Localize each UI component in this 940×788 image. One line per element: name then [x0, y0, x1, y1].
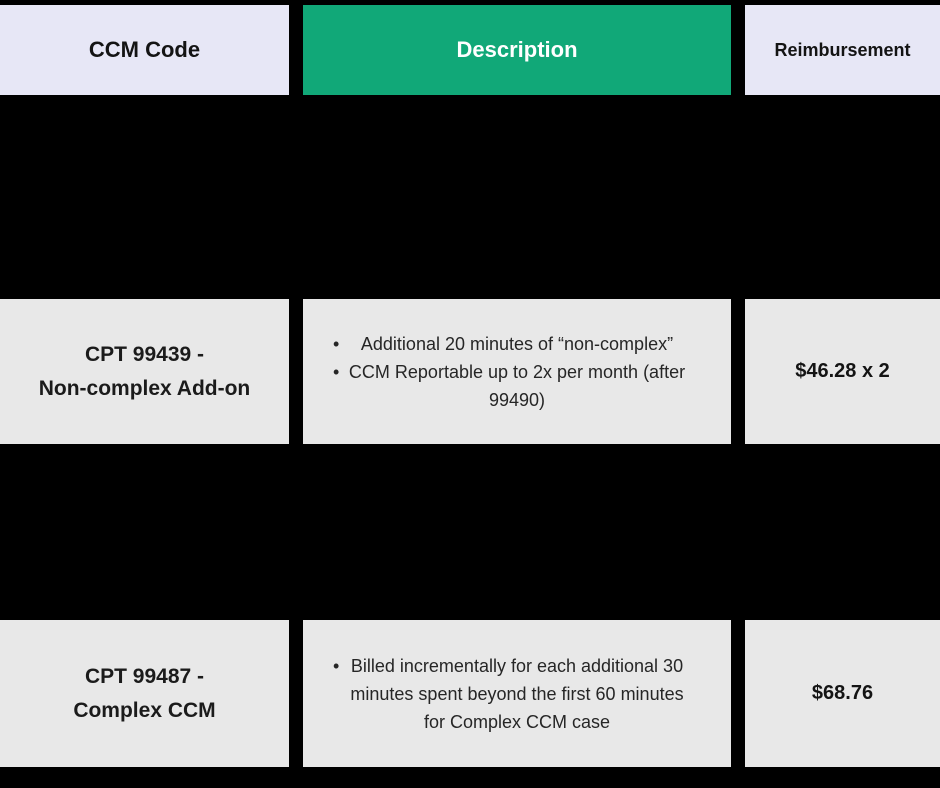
table-row-99439: CPT 99439 - Non-complex Add-on • Additio…: [0, 299, 940, 444]
description-bullet-text: Billed incrementally for each additional…: [350, 655, 684, 732]
table-header-row: CCM Code Description Reimbursement: [0, 5, 940, 95]
header-reimbursement: Reimbursement: [745, 5, 940, 95]
redacted-row-1: [0, 95, 940, 299]
header-description: Description: [303, 5, 731, 95]
reimbursement-cell-99487: $68.76: [745, 620, 940, 767]
description-bullet-text: CCM Reportable up to 2x per month (after…: [348, 361, 686, 410]
header-ccm-code-label: CCM Code: [88, 37, 201, 62]
description-bullet-item: • Billed incrementally for each addition…: [303, 652, 731, 736]
redacted-row-2: [0, 444, 940, 620]
code-cell-99439: CPT 99439 - Non-complex Add-on: [0, 299, 289, 444]
header-reimbursement-label: Reimbursement: [774, 39, 911, 60]
header-description-label: Description: [456, 37, 578, 62]
bullet-icon: •: [333, 655, 340, 676]
description-bullet-item: • Additional 20 minutes of “non-complex”: [303, 330, 731, 358]
description-cell-99487: • Billed incrementally for each addition…: [303, 620, 731, 767]
code-line: Complex CCM: [73, 698, 216, 722]
reimbursement-value: $68.76: [811, 682, 874, 704]
bullet-icon: •: [333, 361, 340, 382]
bullet-icon: •: [333, 333, 340, 354]
reimbursement-value: $46.28 x 2: [795, 360, 890, 382]
reimbursement-cell-99439: $46.28 x 2: [745, 299, 940, 444]
code-line: CPT 99439 -: [84, 342, 205, 366]
code-line: CPT 99487 -: [84, 664, 205, 688]
header-ccm-code: CCM Code: [0, 5, 289, 95]
description-cell-99439: • Additional 20 minutes of “non-complex”…: [303, 299, 731, 444]
table-row-99487: CPT 99487 - Complex CCM • Billed increme…: [0, 620, 940, 767]
code-line: Non-complex Add-on: [38, 376, 251, 400]
code-cell-99487: CPT 99487 - Complex CCM: [0, 620, 289, 767]
description-bullet-text: Additional 20 minutes of “non-complex”: [360, 333, 674, 354]
description-bullet-item: • CCM Reportable up to 2x per month (aft…: [303, 358, 731, 414]
